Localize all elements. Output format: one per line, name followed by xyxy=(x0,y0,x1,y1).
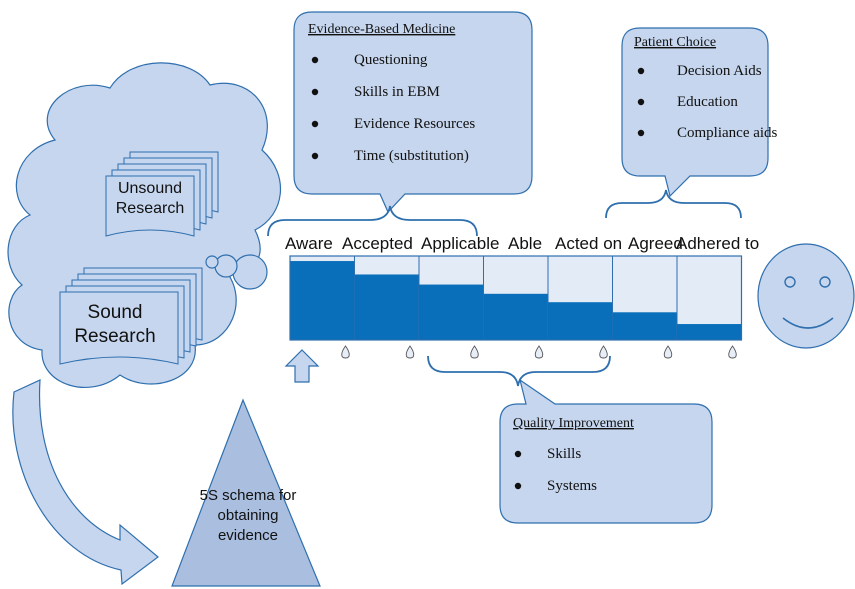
callout-item: Skills xyxy=(547,446,581,462)
ebm-callout-shape xyxy=(293,11,533,214)
patient-choice-callout: Patient Choice Decision AidsEducationCom… xyxy=(621,27,778,198)
pipeline-fill-3 xyxy=(419,284,484,340)
unsound-label-line2: Research xyxy=(116,200,184,217)
smile xyxy=(782,317,834,329)
bullet-dot xyxy=(637,67,645,75)
pipeline-fill-7 xyxy=(677,324,742,340)
patient-brace xyxy=(605,189,742,219)
ebm-callout: Evidence-Based Medicine QuestioningSkill… xyxy=(293,11,533,214)
bullet-dot xyxy=(514,482,522,490)
callout-item: Evidence Resources xyxy=(354,116,475,132)
sound-label-line2: Research xyxy=(74,326,155,347)
droplet-icon xyxy=(405,345,415,359)
quality-title: Quality Improvement xyxy=(513,416,634,431)
pipeline-fill-6 xyxy=(612,312,677,340)
pipeline-bars xyxy=(289,255,743,341)
pipeline-border xyxy=(289,255,743,341)
sound-research-stack: Sound Research xyxy=(59,267,203,365)
unsound-research-stack: Unsound Research xyxy=(105,151,219,237)
thought-bubble-large xyxy=(232,254,268,290)
thought-bubble-small xyxy=(205,255,219,269)
callout-item: Compliance aids xyxy=(677,125,778,141)
research-cloud: Unsound Research Sound Research xyxy=(7,62,282,389)
stage-label: Accepted xyxy=(342,234,413,253)
pipeline-fill-1 xyxy=(290,261,355,340)
callout-item: Skills in EBM xyxy=(354,84,440,100)
patient-callout-shape xyxy=(621,27,769,198)
smiley-face-icon xyxy=(757,243,855,349)
pyramid-label-line3: evidence xyxy=(218,527,278,544)
stage-label: Acted on xyxy=(555,234,622,253)
pipeline-fill-2 xyxy=(354,274,419,340)
bullet-dot xyxy=(311,88,319,96)
5s-pyramid: 5S schema for obtaining evidence xyxy=(171,398,321,587)
ebm-brace xyxy=(267,205,478,237)
patient-title: Patient Choice xyxy=(634,35,716,50)
curved-arrow-icon xyxy=(12,379,159,586)
quality-callout-shape xyxy=(499,378,713,524)
stage-label: Agreed xyxy=(628,234,683,253)
stage-label: Able xyxy=(508,234,542,253)
droplet-icon xyxy=(728,345,737,359)
right-eye xyxy=(819,276,831,288)
bullet-dot xyxy=(311,120,319,128)
pipeline-fill-5 xyxy=(548,302,613,340)
pipeline-segment xyxy=(483,255,549,341)
bullet-dot xyxy=(514,450,522,458)
pyramid-label-line2: obtaining xyxy=(218,507,279,524)
stage-label: Adhered to xyxy=(676,234,759,253)
droplet-icon xyxy=(599,345,608,359)
pipeline-segment xyxy=(676,255,742,341)
unsound-label-line1: Unsound xyxy=(118,180,182,197)
bullet-dot xyxy=(637,129,645,137)
bullet-dot xyxy=(637,98,645,106)
droplet-icon xyxy=(663,345,673,359)
bullet-dot xyxy=(311,56,319,64)
pipeline-segment xyxy=(612,255,678,341)
callout-item: Education xyxy=(677,94,738,110)
droplet-icon xyxy=(341,345,350,359)
quality-brace xyxy=(427,355,611,387)
ebm-title: Evidence-Based Medicine xyxy=(308,22,455,37)
callout-item: Decision Aids xyxy=(677,63,762,79)
callout-item: Time (substitution) xyxy=(354,148,469,164)
thought-bubble-medium xyxy=(214,254,238,278)
pyramid-label-line1: 5S schema for xyxy=(200,487,297,504)
pipeline-segment xyxy=(418,255,484,341)
pipeline-fill-4 xyxy=(483,293,548,340)
pipeline-segment xyxy=(547,255,613,341)
stage-label: Applicable xyxy=(421,234,499,253)
droplet-icon xyxy=(534,345,544,359)
sound-label-line1: Sound xyxy=(88,302,143,323)
left-eye xyxy=(784,276,796,288)
up-arrow-icon xyxy=(284,349,320,383)
pipeline-stage-labels: Aware Accepted Applicable Able Acted on Agree… xyxy=(285,234,759,253)
stage-label: Aware xyxy=(285,234,333,253)
pipeline-segment xyxy=(289,255,355,341)
callout-item: Systems xyxy=(547,478,597,494)
pipeline-segment xyxy=(354,255,420,341)
bullet-dot xyxy=(311,152,319,160)
leak-drops xyxy=(341,345,737,359)
droplet-icon xyxy=(470,345,479,359)
callout-item: Questioning xyxy=(354,52,428,68)
